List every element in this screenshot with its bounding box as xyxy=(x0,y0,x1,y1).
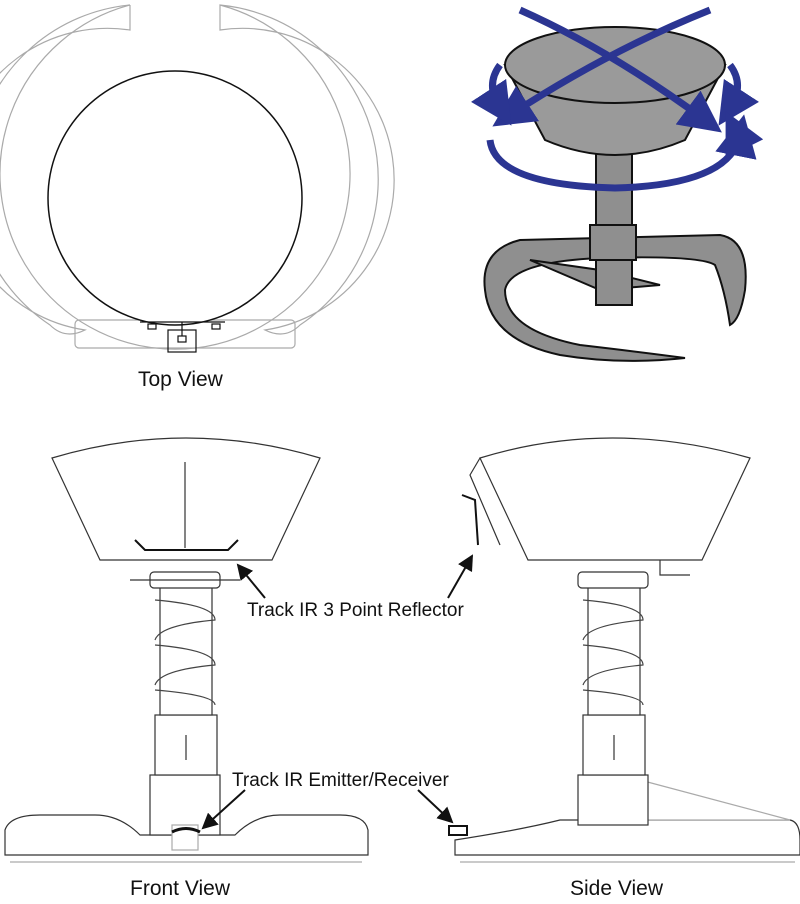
side-view-caption: Side View xyxy=(570,877,664,900)
top-view-drawing xyxy=(0,4,395,353)
front-view-caption: Front View xyxy=(130,877,230,900)
side-view-drawing xyxy=(448,437,800,863)
callout-leaders xyxy=(201,554,473,830)
top-view-caption: Top View xyxy=(138,368,223,391)
reflector-callout: Track IR 3 Point Reflector xyxy=(247,600,464,621)
perspective-view-drawing xyxy=(483,26,747,362)
emitter-callout: Track IR Emitter/Receiver xyxy=(232,770,449,791)
motion-arrows xyxy=(470,6,764,192)
front-view-drawing xyxy=(4,437,369,863)
